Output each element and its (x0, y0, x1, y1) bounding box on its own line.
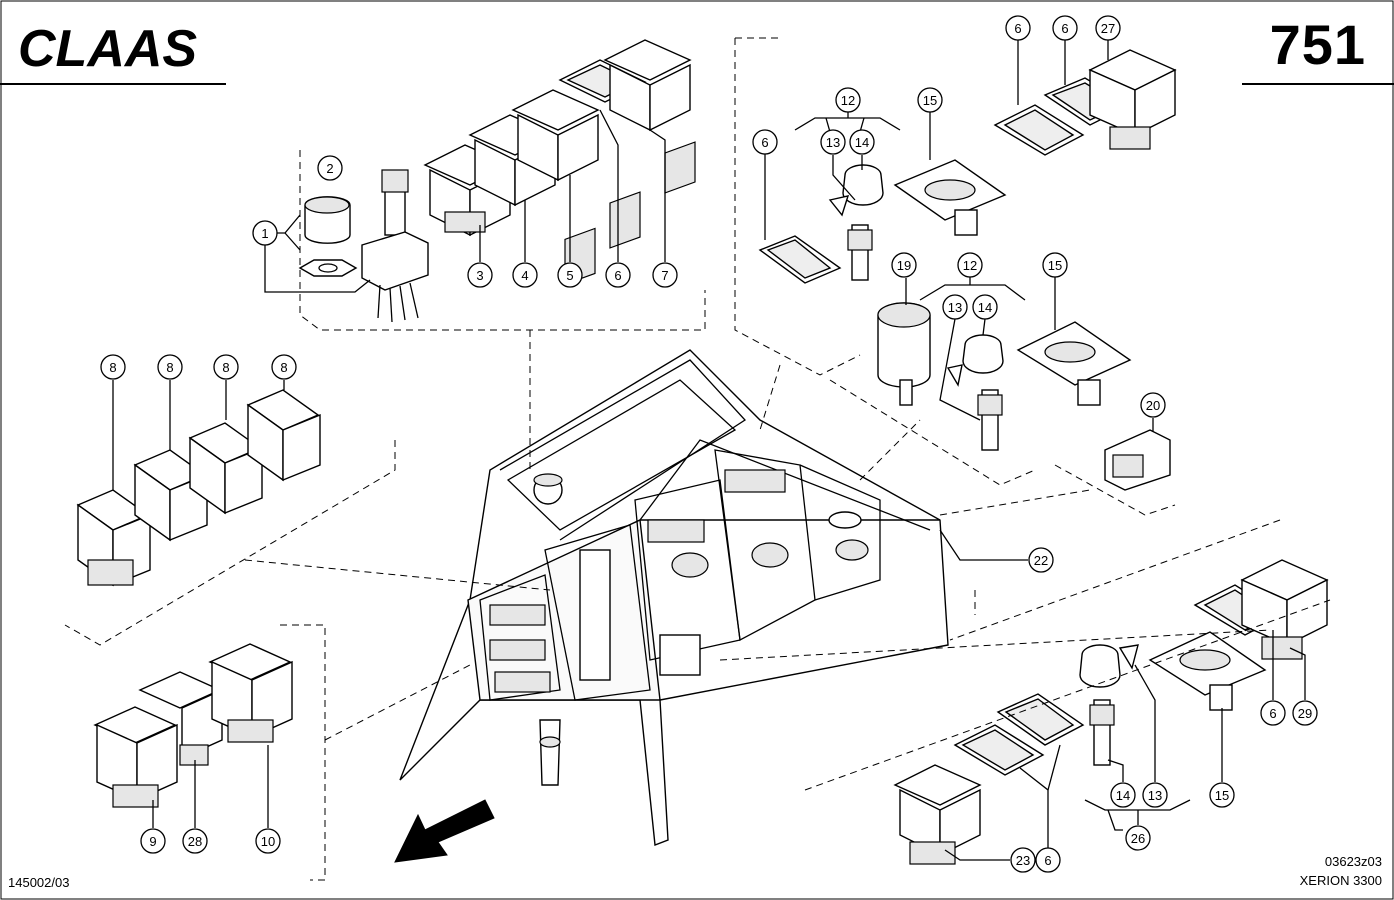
callout-number: 6 (1269, 706, 1276, 721)
callout-number: 5 (566, 268, 573, 283)
callout-number: 10 (261, 834, 275, 849)
model-name: XERION 3300 (1299, 873, 1382, 888)
direction-arrow (394, 799, 495, 863)
callout-circle (467, 262, 493, 288)
callout-number: 13 (948, 300, 962, 315)
callout-number: 7 (661, 268, 668, 283)
rocker-switch-group-9-28-10 (93, 643, 293, 808)
claas-logo: CLAAS (18, 20, 197, 72)
callout-number: 19 (897, 258, 911, 273)
callout-circle (1042, 252, 1068, 278)
callout-number: 1 (261, 226, 268, 241)
callout-number: 8 (166, 360, 173, 375)
toggle-switch-assembly (298, 169, 429, 323)
callout-circle (835, 87, 861, 113)
callout-number: 6 (761, 135, 768, 150)
callout-circle (891, 252, 917, 278)
callout-circle (820, 129, 846, 155)
callout-number: 15 (923, 93, 937, 108)
callout-circle (1095, 15, 1121, 41)
callout-number: 15 (1048, 258, 1062, 273)
callout-circle (512, 262, 538, 288)
drawing-number: 03623z03 (1324, 854, 1382, 869)
callout-number: 14 (978, 300, 992, 315)
callout-number: 26 (1131, 831, 1145, 846)
callout-circle (605, 262, 631, 288)
socket-20 (1104, 429, 1171, 491)
callout-number: 27 (1101, 21, 1115, 36)
callout-circle (1209, 782, 1235, 808)
callout-circle (213, 354, 239, 380)
callout-number: 23 (1016, 853, 1030, 868)
leader-lines (112, 40, 1306, 861)
callout-circle (972, 294, 998, 320)
callout-number: 3 (476, 268, 483, 283)
callout-number: 15 (1215, 788, 1229, 803)
callout-number: 22 (1034, 553, 1048, 568)
switch-group-bottom-right (893, 644, 1139, 865)
callout-circle (652, 262, 678, 288)
callout-number: 6 (614, 268, 621, 283)
switch-group-top-right (993, 49, 1177, 156)
callout-number: 14 (855, 135, 869, 150)
callout-circle (1028, 547, 1054, 573)
callout-number: 20 (1146, 398, 1160, 413)
callout-circle (1125, 825, 1151, 851)
callout-circle (1035, 847, 1061, 873)
callout-number: 28 (188, 834, 202, 849)
callout-circle (1110, 782, 1136, 808)
callout-circle (1010, 847, 1036, 873)
pot-knob-assembly-upper (758, 159, 1007, 406)
callout-circle (140, 828, 166, 854)
callout-number: 29 (1298, 706, 1312, 721)
callout-circle (100, 354, 126, 380)
switch-group-right (1148, 559, 1329, 711)
callout-circle (182, 828, 208, 854)
reference-code: 145002/03 (8, 875, 70, 890)
callout-circle (157, 354, 183, 380)
callout-number: 14 (1116, 788, 1130, 803)
callout-circle (917, 87, 943, 113)
rocker-switch-row-top (423, 39, 692, 237)
callout-number: 8 (222, 360, 229, 375)
page-number: 751 (1269, 13, 1366, 76)
callout-number: 8 (280, 360, 287, 375)
callout-circle (957, 252, 983, 278)
callout-number: 12 (841, 93, 855, 108)
callout-number: 2 (326, 161, 333, 176)
callout-number: 13 (826, 135, 840, 150)
callout-circle (1292, 700, 1318, 726)
callout-circle (1260, 700, 1286, 726)
callout-number: 8 (109, 360, 116, 375)
callout-number: 13 (1148, 788, 1162, 803)
rocker-switch-row-8 (76, 389, 321, 587)
callout-circle (255, 828, 281, 854)
claas-logo-text: CLAAS (18, 20, 197, 72)
callout-circle (752, 129, 778, 155)
callout-circle (271, 354, 297, 380)
callout-circle (942, 294, 968, 320)
dashed-guide-lines (64, 37, 1331, 881)
callout-circle (1052, 15, 1078, 41)
callout-circle (1140, 392, 1166, 418)
callout-circle (849, 129, 875, 155)
callout-number: 12 (963, 258, 977, 273)
pot-knob-assembly-middle (946, 321, 1132, 451)
callout-circle (557, 262, 583, 288)
callout-circle (1142, 782, 1168, 808)
drawing-info: 03623z03 XERION 3300 (1300, 852, 1382, 890)
callout-number: 6 (1061, 21, 1068, 36)
main-console (399, 141, 949, 846)
callout-circle (317, 155, 343, 181)
callout-number: 6 (1044, 853, 1051, 868)
callout-circle (1005, 15, 1031, 41)
callout-number: 4 (521, 268, 528, 283)
callout-number: 6 (1014, 21, 1021, 36)
callout-circle (252, 220, 278, 246)
callout-number: 9 (149, 834, 156, 849)
